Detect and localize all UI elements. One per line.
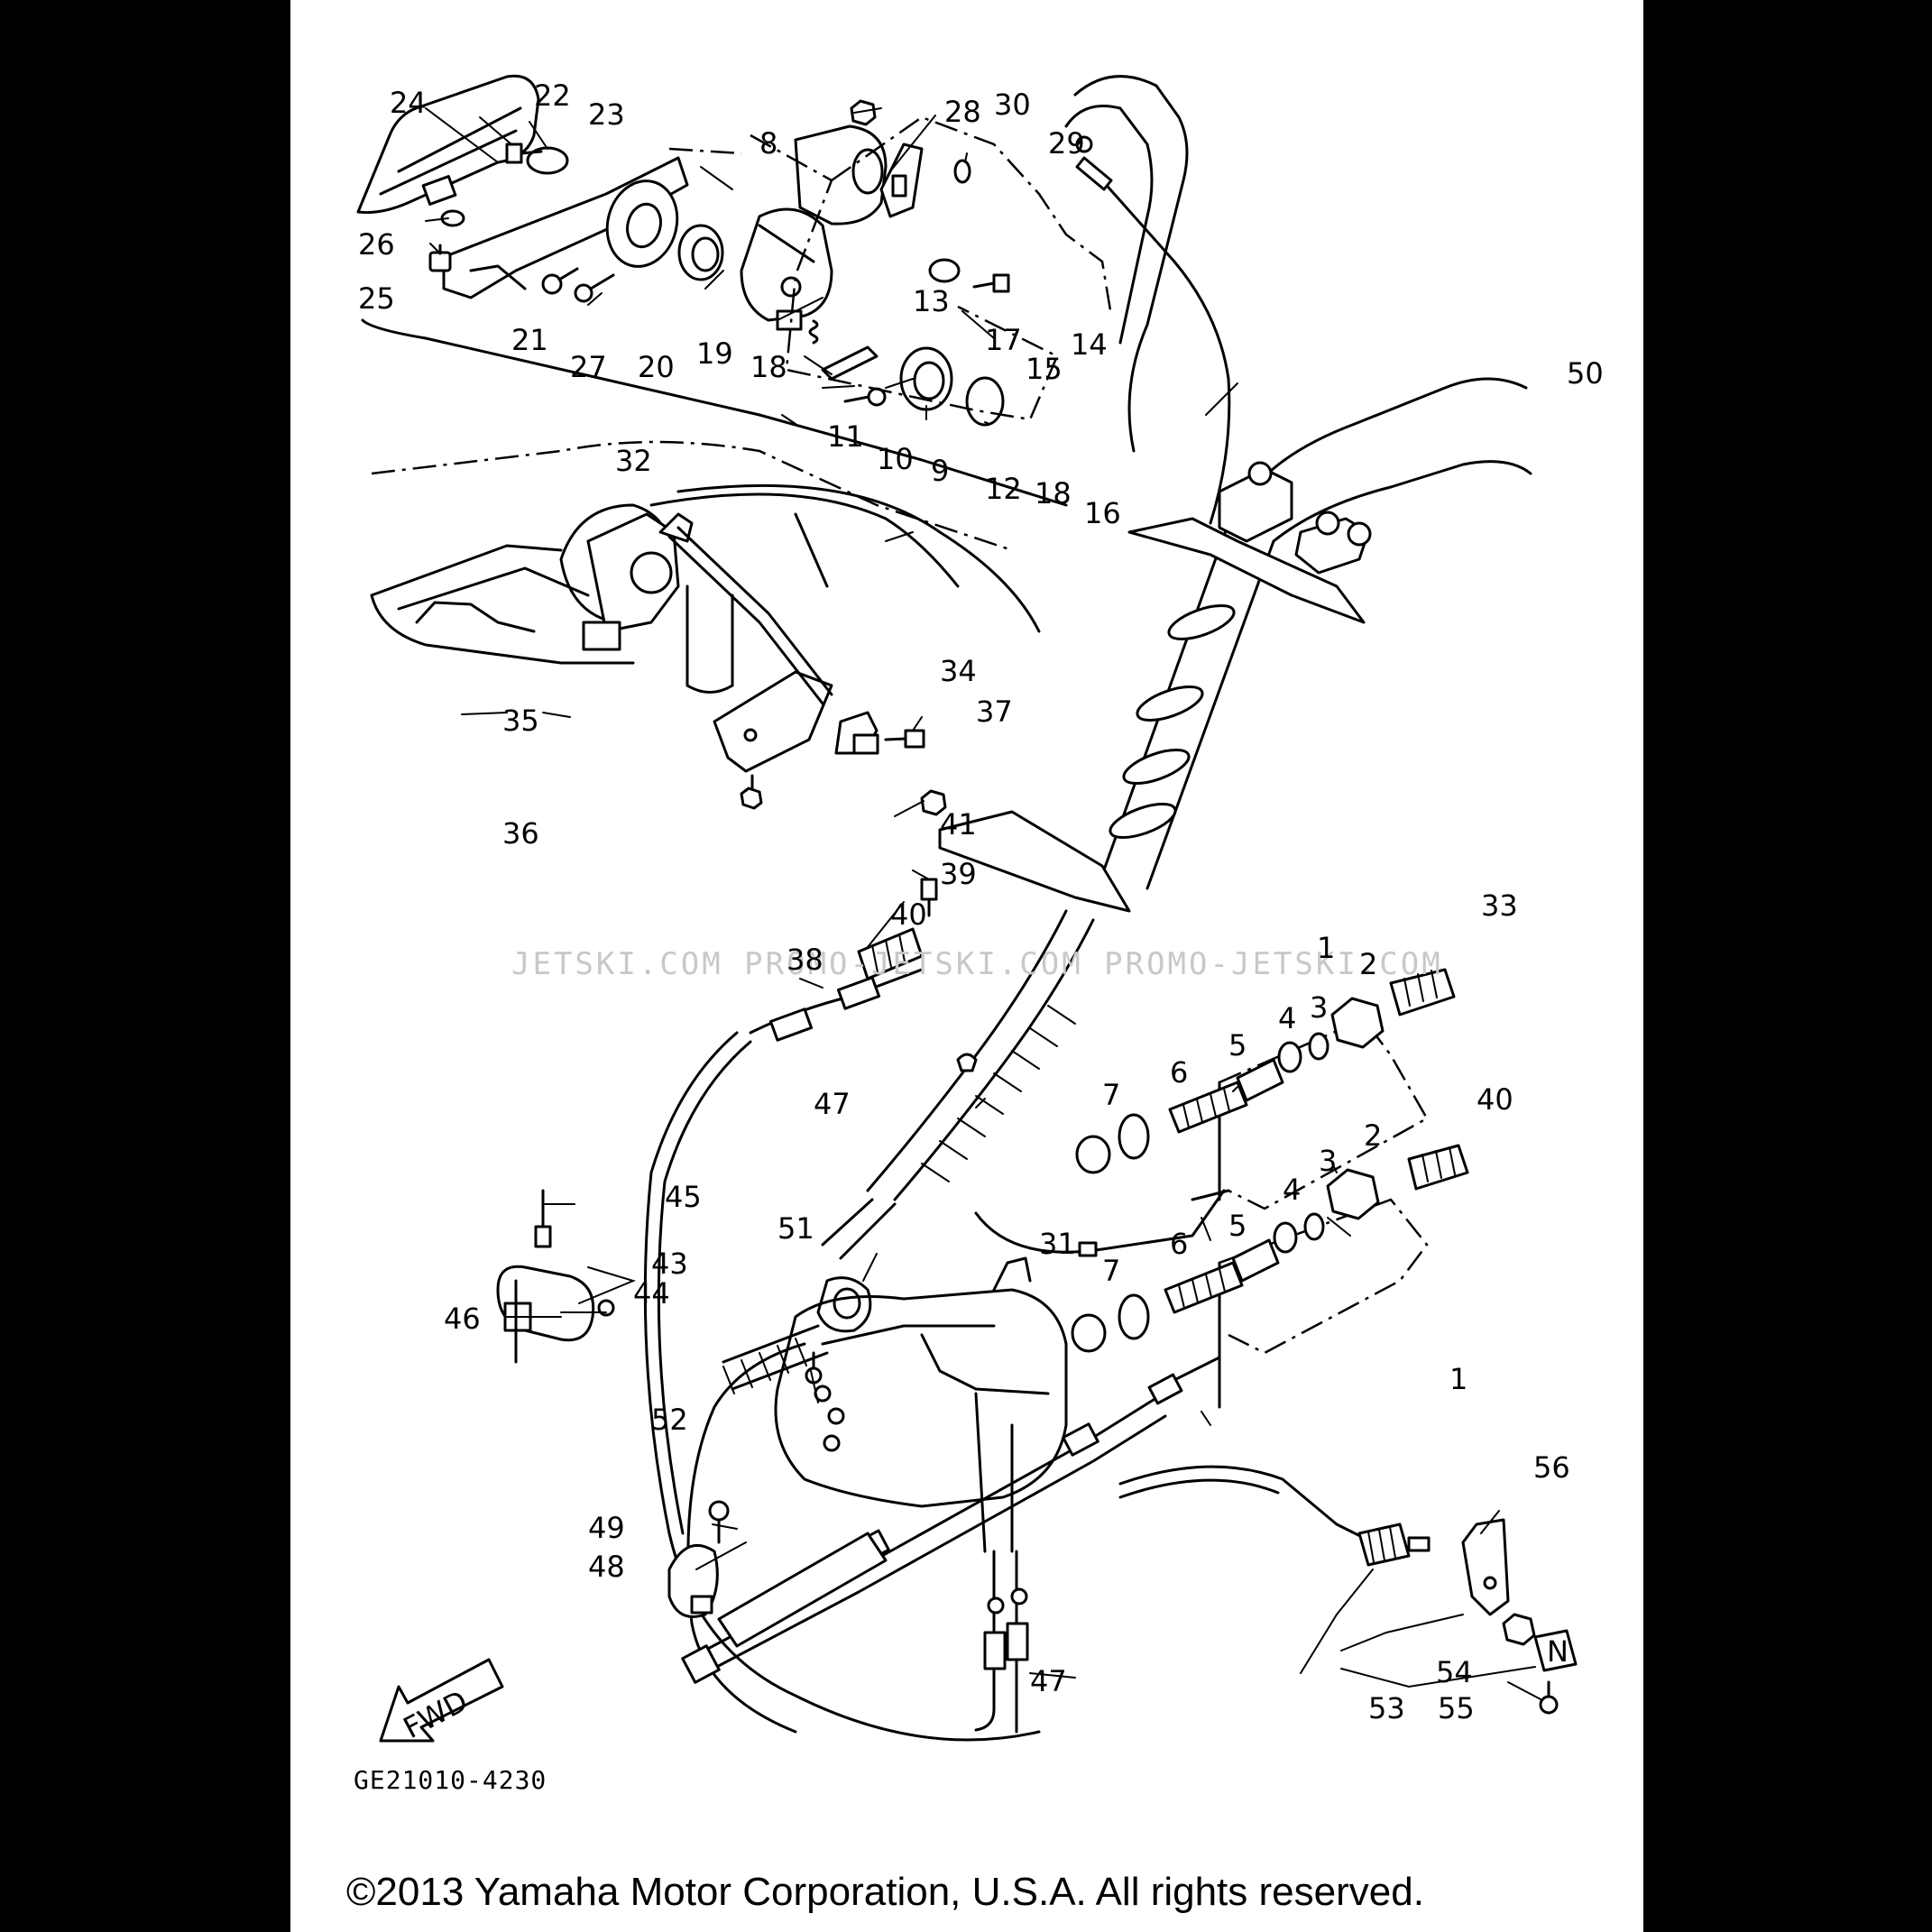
callout: 43	[651, 1247, 688, 1281]
callout: 24	[390, 86, 427, 120]
callout: 50	[1567, 356, 1604, 391]
callout: 47	[814, 1087, 851, 1121]
callout: 38	[787, 943, 823, 977]
callout: 33	[1481, 888, 1518, 923]
callout: 52	[651, 1403, 688, 1437]
callout: 53	[1368, 1691, 1405, 1725]
callout: 27	[570, 350, 607, 384]
callout: 46	[444, 1302, 481, 1336]
callout: 20	[638, 350, 675, 384]
callout: 49	[588, 1511, 625, 1545]
callout: 56	[1533, 1450, 1570, 1485]
exploded-parts-diagram: N	[346, 74, 1604, 1914]
callout: 9	[931, 454, 949, 488]
callout: 26	[358, 227, 395, 262]
callout: 37	[976, 695, 1013, 729]
callout: 14	[1071, 327, 1108, 362]
callout: 5	[1228, 1209, 1247, 1243]
callout: 28	[944, 95, 981, 129]
drawing-code: GE21010-4230	[354, 1765, 547, 1795]
callout: 34	[940, 654, 977, 688]
callout: 10	[877, 442, 914, 476]
callout: 1	[1317, 931, 1335, 965]
callout: 39	[940, 857, 977, 891]
callout: 51	[777, 1211, 814, 1246]
callout: 11	[827, 419, 864, 454]
callout: 18	[750, 350, 787, 384]
parts-diagram-sheet: N	[290, 0, 1643, 1932]
callout: 25	[358, 281, 395, 316]
callout: 45	[665, 1180, 702, 1214]
callout: 2	[1359, 947, 1377, 981]
callout: 7	[1102, 1254, 1120, 1288]
callout: 2	[1364, 1118, 1382, 1153]
callout: 6	[1170, 1227, 1188, 1261]
callout: 32	[615, 444, 652, 478]
callout: 8	[759, 126, 777, 161]
callout: 31	[1039, 1227, 1076, 1261]
callout: 7	[1102, 1078, 1120, 1112]
callout: 30	[994, 87, 1031, 122]
callout: 40	[1477, 1082, 1513, 1117]
svg-text:N: N	[1547, 1634, 1569, 1669]
watermark: JETSKI.COM PROMO-JETSKI.COM PROMO-JETSKI…	[511, 946, 1443, 982]
callout: 17	[985, 323, 1022, 357]
callout: 21	[511, 323, 548, 357]
callout: 19	[696, 336, 733, 371]
callout: 47	[1030, 1664, 1067, 1698]
callout: 22	[534, 78, 571, 113]
callout: 40	[890, 897, 927, 932]
callout: 36	[502, 816, 539, 851]
callout: 6	[1170, 1055, 1188, 1090]
callout: 4	[1278, 1001, 1296, 1035]
callout: 3	[1310, 990, 1328, 1025]
callout: 16	[1084, 496, 1121, 530]
copyright-notice: ©2013 Yamaha Motor Corporation, U.S.A. A…	[346, 1870, 1424, 1914]
callout: 55	[1438, 1691, 1475, 1725]
callout: 41	[940, 807, 977, 842]
callout: 54	[1436, 1655, 1473, 1689]
callout: 48	[588, 1550, 625, 1584]
callout: 23	[588, 97, 625, 132]
callout: 35	[502, 704, 539, 738]
callout: 3	[1319, 1144, 1337, 1178]
callout: 29	[1048, 126, 1085, 161]
line-art: N	[356, 74, 1578, 1743]
callout: 18	[1035, 476, 1072, 511]
callout: 12	[985, 472, 1022, 506]
callout: 44	[633, 1276, 670, 1311]
callout: 5	[1228, 1028, 1247, 1063]
callout-labels: 1 1 2 2 3 3 4 4 5 5 6 6 7 7 8 9 10 11 12…	[358, 78, 1604, 1725]
callout: 15	[1026, 352, 1063, 386]
callout: 4	[1283, 1173, 1301, 1207]
callout: 13	[913, 284, 950, 318]
callout: 1	[1449, 1362, 1467, 1396]
